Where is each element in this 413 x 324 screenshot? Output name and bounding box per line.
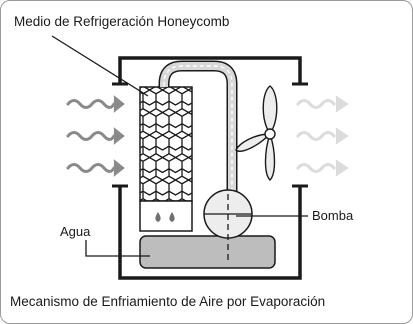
wavy-arrow-icon bbox=[296, 127, 349, 145]
pump-icon bbox=[203, 189, 253, 260]
fan-icon bbox=[235, 85, 278, 181]
wavy-arrow-icon bbox=[296, 159, 349, 177]
intake-air-arrows bbox=[66, 95, 125, 177]
wavy-arrow-icon bbox=[66, 159, 125, 177]
wavy-arrow-icon bbox=[296, 95, 349, 113]
wavy-arrow-icon bbox=[66, 127, 125, 145]
water-droplet-icon bbox=[155, 212, 175, 222]
wavy-arrow-icon bbox=[66, 95, 125, 113]
water-leader bbox=[85, 240, 150, 257]
pump-label: Bomba bbox=[312, 208, 354, 223]
water-reservoir bbox=[139, 235, 276, 269]
diagram-caption: Mecanismo de Enfriamiento de Aire por Ev… bbox=[10, 294, 326, 309]
cooling-media-label: Medio de Refrigeración Honeycomb bbox=[14, 14, 230, 29]
water-label: Agua bbox=[60, 224, 91, 239]
cooler-housing bbox=[118, 56, 302, 280]
honeycomb-cooling-pad bbox=[139, 86, 193, 202]
output-air-arrows bbox=[296, 95, 349, 177]
drip-tray bbox=[139, 200, 193, 232]
water-pipe bbox=[158, 60, 238, 196]
cooling-media-leader bbox=[51, 35, 149, 97]
